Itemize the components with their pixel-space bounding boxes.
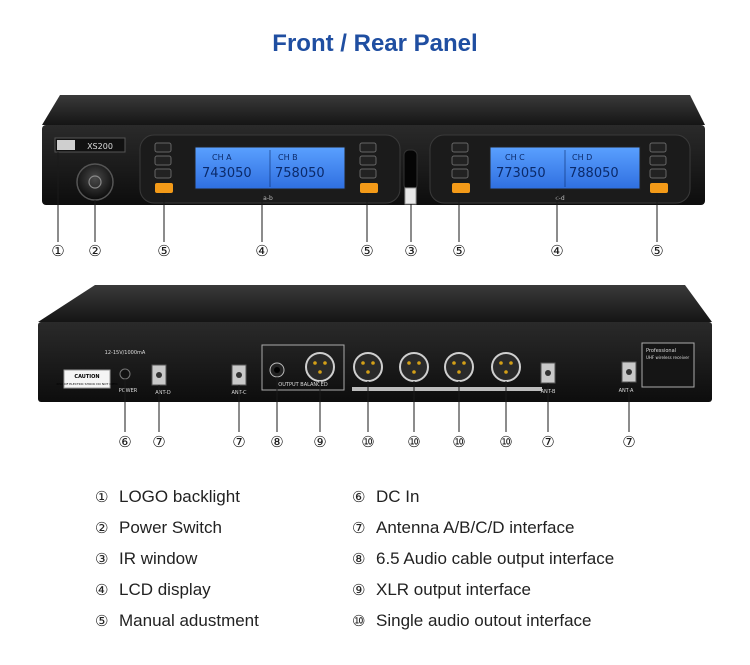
rear-panel-top	[38, 285, 712, 322]
callout-rear-10: ⑦	[541, 433, 554, 451]
product-sticker	[641, 342, 695, 388]
legend-text: LCD display	[119, 580, 211, 599]
callout-rear-1: ⑥	[118, 433, 131, 451]
sync-button-a	[155, 183, 173, 193]
legend-text: IR window	[119, 549, 198, 568]
rear-callouts: ⑥ ⑦ ⑦ ⑧ ⑨ ⑩ ⑩ ⑩ ⑩ ⑦ ⑦	[118, 433, 635, 451]
caution-title: CAUTION	[74, 374, 99, 380]
callout-rear-6: ⑩	[361, 433, 374, 451]
legend-num: ⑧	[352, 550, 366, 568]
sticker-line-1: Professional	[646, 348, 676, 354]
callout-rear-2: ⑦	[152, 433, 165, 451]
sync-button-c	[452, 183, 470, 193]
legend-text: 6.5 Audio cable output interface	[376, 549, 615, 568]
legend-item-5: ⑤ Manual adustment	[95, 611, 259, 631]
power-rating: 12-15V/1000mA	[105, 350, 146, 356]
right-buttons-b[interactable]	[649, 142, 668, 193]
lcd-left-freq-b: 758050	[275, 166, 325, 181]
callout-front-4: ④	[255, 242, 268, 260]
callout-front-9: ⑤	[650, 242, 663, 260]
callout-front-3: ⑤	[157, 242, 170, 260]
callout-rear-9: ⑩	[499, 433, 512, 451]
page-title: Front / Rear Panel	[272, 30, 478, 57]
lcd-right-freq-c: 773050	[496, 166, 546, 181]
front-leader-lines	[57, 152, 658, 242]
ant-a-label: ANT-A	[619, 388, 634, 394]
legend-text: Antenna A/B/C/D interface	[376, 518, 575, 537]
output-strip	[352, 387, 542, 391]
legend-item-8: ⑧ 6.5 Audio cable output interface	[352, 549, 614, 569]
lcd-left-ch-b: CH B	[278, 153, 298, 162]
callout-front-5: ⑤	[360, 242, 373, 260]
power-label: POWER	[119, 388, 138, 394]
rear-panel: CAUTION RISK OF ELECTRIC SHOCK DO NOT OP…	[38, 285, 712, 402]
legend-item-9: ⑨ XLR output interface	[352, 580, 531, 600]
callout-rear-5: ⑨	[313, 433, 326, 451]
logo-text: XS200	[87, 142, 113, 151]
legend-text: DC In	[376, 487, 420, 506]
callout-front-2: ②	[88, 242, 101, 260]
power-icon	[88, 175, 102, 189]
label-ab: a-b	[263, 195, 273, 202]
right-buttons-a[interactable]	[451, 142, 470, 193]
legend-num: ②	[95, 519, 109, 537]
callout-front-6: ③	[404, 242, 417, 260]
output-balanced-box	[261, 344, 345, 391]
caution-label	[63, 369, 111, 389]
lcd-right-freq-d: 788050	[569, 166, 619, 181]
callout-rear-8: ⑩	[452, 433, 465, 451]
legend-item-10: ⑩ Single audio outout interface	[352, 611, 592, 631]
sync-button-b	[360, 183, 378, 193]
legend-text: LOGO backlight	[119, 487, 240, 506]
callout-rear-11: ⑦	[622, 433, 635, 451]
legend-item-2: ② Power Switch	[95, 518, 222, 538]
output-balanced-label: OUTPUT BALANCED	[278, 382, 328, 388]
legend-num: ⑨	[352, 581, 366, 599]
rear-leader-lines	[124, 377, 630, 432]
legend-item-4: ④ LCD display	[95, 580, 211, 600]
legend-item-6: ⑥ DC In	[352, 487, 419, 507]
legend-text: Manual adustment	[119, 611, 259, 630]
sticker-line-2: UHF wireless receiver	[646, 355, 690, 360]
legend-text: Single audio outout interface	[376, 611, 592, 630]
ant-d-label: ANT-D	[155, 390, 171, 396]
callout-rear-4: ⑧	[270, 433, 283, 451]
callout-front-8: ④	[550, 242, 563, 260]
legend-text: XLR output interface	[376, 580, 531, 599]
legend-num: ①	[95, 488, 109, 506]
legend-num: ⑩	[352, 612, 366, 630]
legend-num: ⑤	[95, 612, 109, 630]
callout-front-1: ①	[51, 242, 64, 260]
callout-rear-3: ⑦	[232, 433, 245, 451]
front-panel-top	[42, 95, 705, 125]
callout-front-7: ⑤	[452, 242, 465, 260]
legend-item-7: ⑦ Antenna A/B/C/D interface	[352, 518, 574, 538]
legend-num: ⑥	[352, 488, 366, 506]
lcd-right-ch-d: CH D	[572, 153, 592, 162]
caution-text: RISK OF ELECTRIC SHOCK DO NOT OPEN	[56, 382, 117, 386]
legend-text: Power Switch	[119, 518, 222, 537]
lcd-right-ch-c: CH C	[505, 153, 525, 162]
legend-num: ⑦	[352, 519, 366, 537]
front-panel: XS200 CH A CH B 743050 758050 a-b	[42, 95, 705, 205]
legend-num: ④	[95, 581, 109, 599]
label-cd: c-d	[555, 195, 564, 202]
legend-num: ③	[95, 550, 109, 568]
legend-item-1: ① LOGO backlight	[95, 487, 240, 507]
legend-item-3: ③ IR window	[95, 549, 197, 569]
lcd-left-ch-a: CH A	[212, 153, 232, 162]
callout-rear-7: ⑩	[407, 433, 420, 451]
left-buttons-a[interactable]	[154, 142, 173, 193]
lcd-left-freq-a: 743050	[202, 166, 252, 181]
left-buttons-b[interactable]	[359, 142, 378, 193]
front-callouts: ① ② ⑤ ④ ⑤ ③ ⑤ ④ ⑤	[51, 242, 663, 260]
sync-button-d	[650, 183, 668, 193]
